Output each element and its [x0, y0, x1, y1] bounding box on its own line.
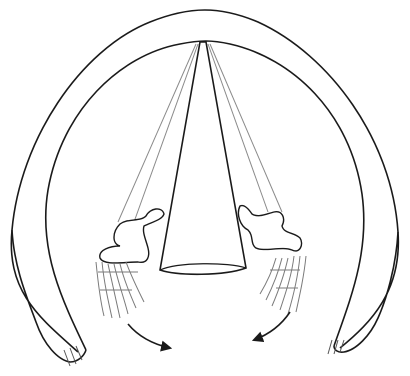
central-cone [160, 42, 246, 274]
left-arytenoid [100, 209, 164, 263]
left-end-hatch [64, 346, 82, 366]
arrow-down-right [128, 324, 170, 348]
right-arytenoid [238, 205, 301, 250]
arrow-down-left [254, 312, 290, 340]
right-muscle-shading [260, 256, 306, 314]
left-muscle-shading [96, 262, 144, 318]
